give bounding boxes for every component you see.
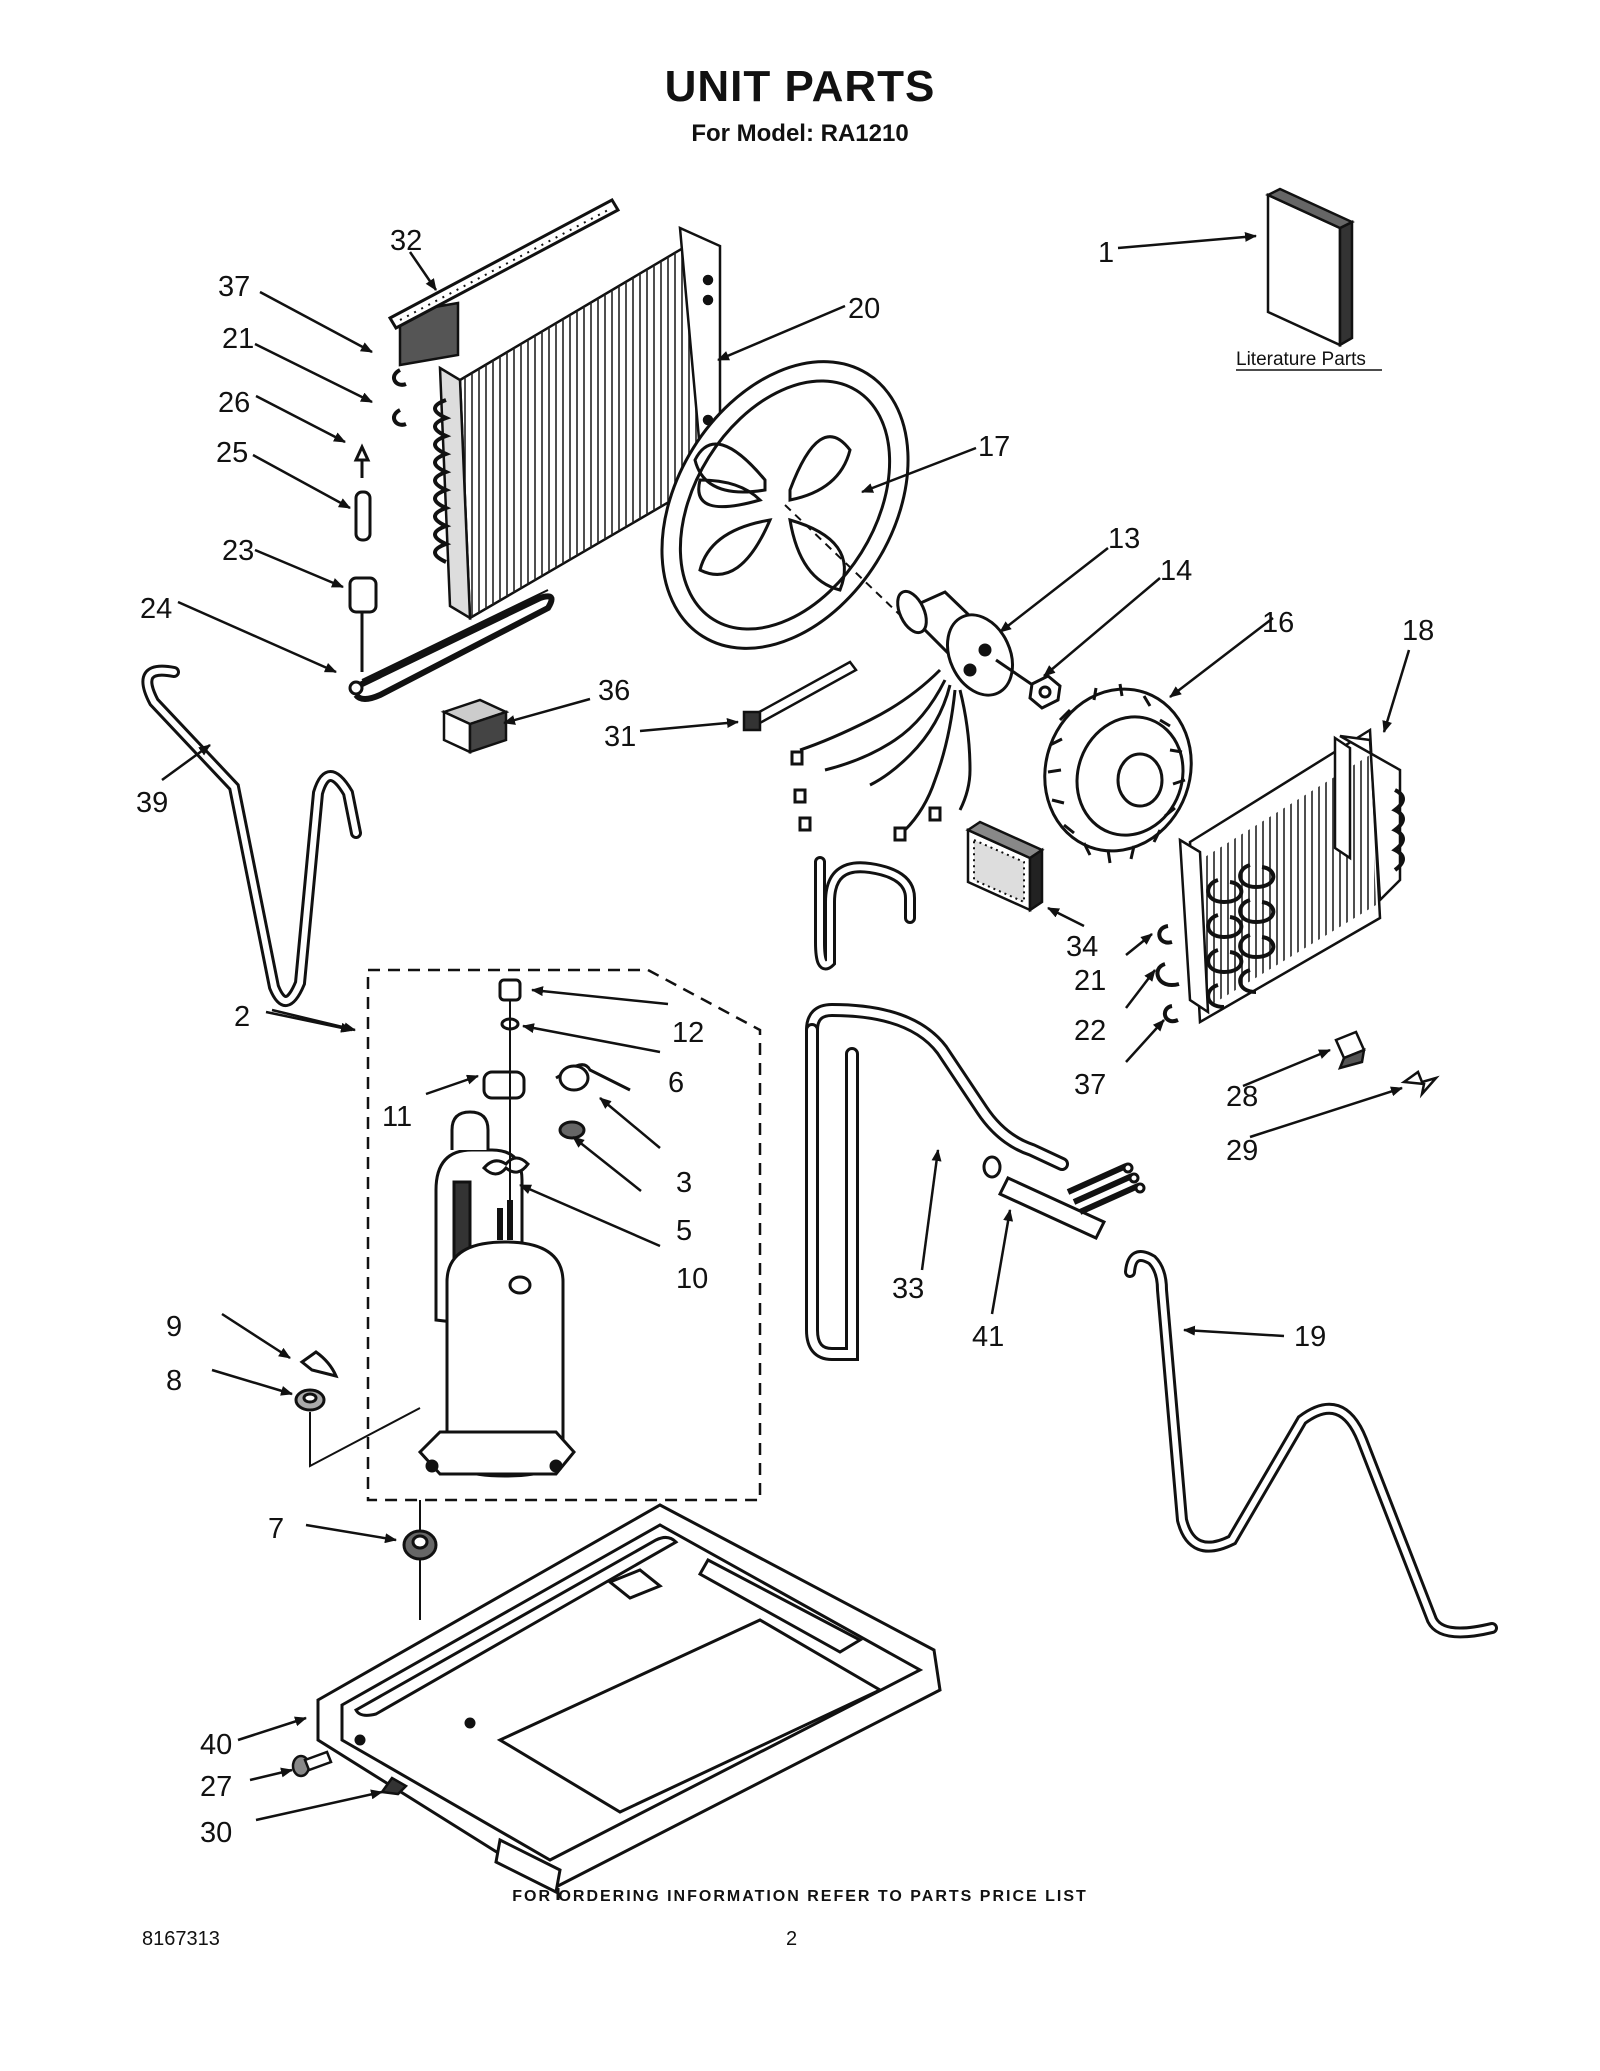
wire-tie bbox=[742, 660, 858, 732]
callout-2: 2 bbox=[234, 1001, 250, 1033]
callout-25: 25 bbox=[216, 437, 248, 469]
literature-manual-icon bbox=[1265, 187, 1355, 348]
callout-29: 29 bbox=[1226, 1135, 1258, 1167]
callout-6: 6 bbox=[668, 1067, 684, 1099]
fan-shroud bbox=[660, 360, 910, 650]
callout-27: 27 bbox=[200, 1771, 232, 1803]
callout-9: 9 bbox=[166, 1311, 182, 1343]
discharge-tube bbox=[141, 664, 362, 1007]
callout-17: 17 bbox=[978, 431, 1010, 463]
filter-pad bbox=[965, 820, 1045, 913]
callout-7: 7 bbox=[268, 1513, 284, 1545]
motor-nut bbox=[1028, 674, 1062, 710]
callout-24: 24 bbox=[140, 593, 172, 625]
callout-16: 16 bbox=[1262, 607, 1294, 639]
callout-22: 22 bbox=[1074, 1015, 1106, 1047]
insulation-block bbox=[440, 698, 510, 754]
grommet-and-clip bbox=[294, 1350, 438, 1561]
callout-12: 12 bbox=[672, 1017, 704, 1049]
gasket-strip bbox=[387, 198, 621, 330]
callout-8: 8 bbox=[166, 1365, 182, 1397]
callout-34: 34 bbox=[1066, 931, 1098, 963]
callout-37-right: 37 bbox=[1074, 1069, 1106, 1101]
callout-20: 20 bbox=[848, 293, 880, 325]
compressor-hardware bbox=[481, 978, 631, 1232]
callout-21-right: 21 bbox=[1074, 965, 1106, 997]
callout-3: 3 bbox=[676, 1167, 692, 1199]
callout-18: 18 bbox=[1402, 615, 1434, 647]
callout-19: 19 bbox=[1294, 1321, 1326, 1353]
suction-tube bbox=[805, 856, 1069, 1361]
document-number: 8167313 bbox=[142, 1928, 220, 1950]
compressor-group-outline bbox=[366, 968, 762, 1502]
fan-motor bbox=[790, 589, 1041, 842]
screw bbox=[291, 1750, 333, 1778]
evaporator-coil bbox=[1178, 727, 1405, 1025]
callout-1: 1 bbox=[1098, 237, 1114, 269]
callout-5: 5 bbox=[676, 1215, 692, 1247]
literature-caption: Literature Parts bbox=[1236, 349, 1366, 370]
compressor bbox=[417, 1110, 576, 1478]
leader-arrows bbox=[161, 231, 1411, 1822]
clip bbox=[379, 1776, 409, 1796]
callout-13: 13 bbox=[1108, 523, 1140, 555]
tube-fitting bbox=[997, 1162, 1146, 1240]
callout-14: 14 bbox=[1160, 555, 1192, 587]
ordering-note: FOR ORDERING INFORMATION REFER TO PARTS … bbox=[512, 1888, 1088, 1905]
page-number: 2 bbox=[786, 1928, 798, 1950]
coil-fittings-right bbox=[1155, 924, 1180, 1024]
callout-26: 26 bbox=[218, 387, 250, 419]
callout-32: 32 bbox=[390, 225, 422, 257]
callout-31: 31 bbox=[604, 721, 636, 753]
callout-30: 30 bbox=[200, 1817, 232, 1849]
fittings-and-capillary bbox=[348, 368, 555, 702]
callout-40: 40 bbox=[200, 1729, 232, 1761]
callout-10: 10 bbox=[676, 1263, 708, 1295]
mounting-bracket bbox=[1334, 1030, 1440, 1099]
callout-11: 11 bbox=[382, 1101, 412, 1133]
callout-37-left: 37 bbox=[218, 271, 250, 303]
base-pan bbox=[316, 1503, 942, 1900]
callout-33: 33 bbox=[892, 1273, 924, 1305]
callout-21-left: 21 bbox=[222, 323, 254, 355]
callout-41: 41 bbox=[972, 1321, 1004, 1353]
callout-numbers: 1 2 3 5 6 7 8 9 10 11 12 13 14 16 17 18 … bbox=[136, 225, 1434, 1849]
callout-36: 36 bbox=[598, 675, 630, 707]
callout-28: 28 bbox=[1226, 1081, 1258, 1113]
blower-wheel bbox=[1043, 683, 1193, 864]
callout-39: 39 bbox=[136, 787, 168, 819]
model-subtitle: For Model: RA1210 bbox=[691, 120, 909, 147]
callout-23: 23 bbox=[222, 535, 254, 567]
capillary-tube bbox=[1124, 1250, 1498, 1639]
condenser-coil bbox=[398, 225, 722, 621]
page-title: UNIT PARTS bbox=[664, 62, 936, 111]
leader-lines bbox=[309, 1407, 421, 1468]
